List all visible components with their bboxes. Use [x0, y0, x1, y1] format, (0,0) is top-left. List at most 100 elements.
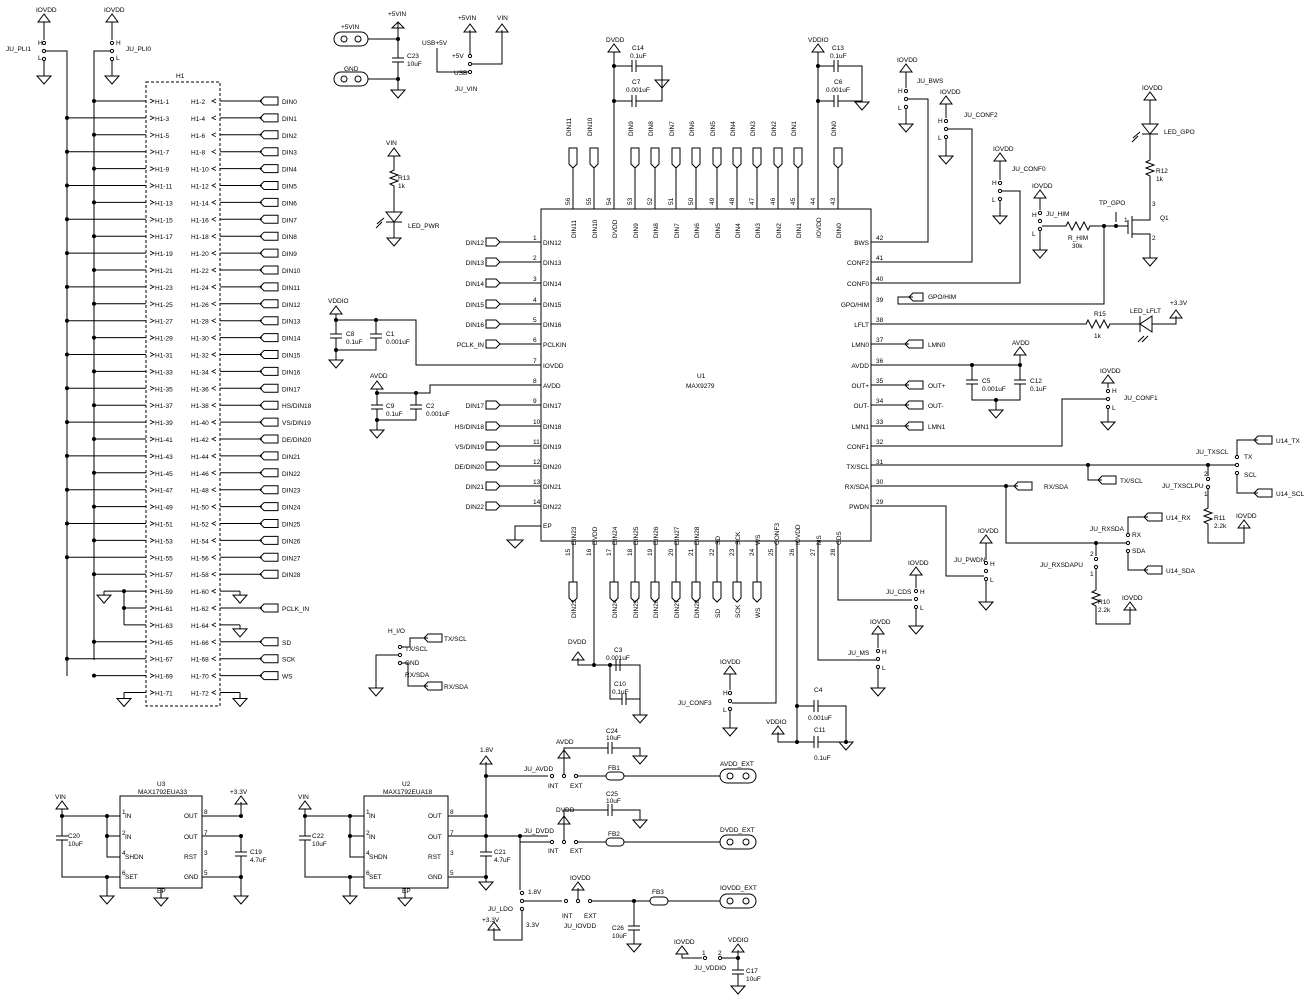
- h1-pin-mark: [211, 98, 217, 104]
- u1-left-pin-num: 11: [533, 439, 540, 446]
- h1-net-flag: [259, 333, 279, 343]
- h1-right-pin: H1-8: [191, 150, 205, 157]
- h1-pin-mark: [149, 521, 155, 526]
- u1-right-pin-num: 31: [876, 459, 884, 466]
- u1-left-pin-name: DIN15: [543, 302, 562, 309]
- u1-bottom-pin-num: 17: [606, 548, 613, 556]
- gpo-him-label: GPO/HIM: [928, 294, 956, 301]
- u3-vin: VIN: [55, 794, 66, 801]
- vddio-iovdd: IOVDD: [674, 939, 695, 946]
- u1-left-pin-name: DIN14: [543, 281, 562, 288]
- u1-left-pin-name: AVDD: [543, 383, 561, 390]
- h1-pin-mark: [211, 301, 217, 307]
- ju-rxsda-label: JU_RXSDA: [1090, 526, 1125, 533]
- svg-text:1: 1: [122, 809, 126, 816]
- pwdn-iovdd: IOVDD: [978, 528, 999, 535]
- c13-label: C13: [832, 45, 844, 52]
- h1-pin-mark: [149, 301, 155, 307]
- r12-val: 1k: [1156, 176, 1164, 183]
- bottom-net-label: WS: [755, 607, 762, 618]
- ju-bws-label: JU_BWS: [917, 78, 944, 85]
- svg-text:3: 3: [204, 850, 208, 857]
- h1-net-label: DIN10: [282, 268, 301, 275]
- h1-pin-mark: [211, 521, 217, 526]
- c11-label: C11: [814, 727, 826, 734]
- h1-net-flag: [259, 181, 279, 190]
- c20-val: 10uF: [68, 841, 83, 848]
- ju-conf3-label: JU_CONF3: [678, 700, 712, 707]
- u1-left-pin-name: DIN17: [543, 403, 562, 410]
- h1-right-pin: H1-50: [191, 505, 209, 512]
- iovdd-label-1: IOVDD: [36, 7, 57, 14]
- u1-bottom-pin-name: DIN25: [633, 526, 640, 545]
- h1-net-label: DIN21: [282, 454, 301, 461]
- svg-text:8: 8: [450, 809, 454, 816]
- left-net-label: DE/DIN20: [455, 464, 485, 471]
- tx-label: TX: [1244, 454, 1253, 461]
- cds-iovdd: IOVDD: [908, 560, 929, 567]
- u1-left-pin-num: 8: [533, 378, 537, 385]
- h1-net-flag: [259, 519, 279, 528]
- u1-right-pin-num: 35: [876, 378, 884, 385]
- h1-left-pin: H1-67: [155, 657, 173, 664]
- bottom-net-label: DIN28: [694, 599, 701, 618]
- u1-bottom-pin-num: 25: [768, 548, 775, 556]
- q1-label: Q1: [1160, 215, 1169, 222]
- h1-net-label: DIN5: [282, 184, 297, 191]
- u1-left-pin-name: DIN21: [543, 484, 562, 491]
- c21-label: C21: [494, 849, 506, 856]
- u1-right-pin-name: CONF2: [847, 260, 869, 267]
- svg-text:2: 2: [718, 950, 722, 957]
- iovdd-label-2: IOVDD: [104, 7, 125, 14]
- u1-top-pin-name: DVDD: [612, 219, 619, 238]
- h1-right-pin: H1-66: [191, 640, 209, 647]
- left-net-flag: [485, 278, 501, 288]
- u1-right-pin-name: LMN1: [852, 424, 870, 431]
- h1-net-label: DIN8: [282, 234, 297, 241]
- h1-net-flag: [259, 417, 279, 427]
- l-2: L: [116, 55, 120, 62]
- top-net-flag: [712, 147, 722, 169]
- h1-left-pin: H1-9: [155, 167, 169, 174]
- u1-left-pin-name: DIN20: [543, 464, 562, 471]
- top-net-flag: [568, 147, 578, 169]
- u1-right-pin-num: 42: [876, 235, 884, 242]
- h1-pin-mark: [149, 436, 155, 442]
- p5vin-label: +5VIN: [388, 11, 407, 18]
- conf1-h: H: [1112, 388, 1117, 395]
- h1-pin-mark: [211, 233, 217, 239]
- r10-val: 2.2k: [1098, 607, 1111, 614]
- c20-label: C20: [68, 833, 80, 840]
- left-net-label: PCLK_IN: [457, 342, 484, 349]
- u1-bottom-pin-num: 23: [729, 548, 736, 556]
- top-net-label: DIN11: [566, 118, 573, 136]
- u1-bottom-pin-name: MS: [816, 535, 823, 545]
- h1-net-label: DIN14: [282, 336, 301, 343]
- bottom-net-flag: [691, 581, 701, 603]
- q1-pin3: 3: [1152, 201, 1156, 208]
- u1-bottom-pin-num: 28: [830, 548, 837, 556]
- h1-pin-mark: [211, 318, 217, 324]
- h1-left-pin: H1-51: [155, 522, 173, 529]
- h1-pin-mark: [211, 267, 217, 273]
- left-net-label: DIN14: [466, 281, 485, 288]
- c19-label: C19: [250, 849, 262, 856]
- h1-net-flag: [259, 147, 279, 157]
- ground-symbol: [115, 698, 133, 708]
- u1-right-pin-num: 40: [876, 276, 884, 283]
- conf0-h: H: [992, 180, 997, 187]
- u14-tx-label: U14_TX: [1276, 438, 1301, 445]
- left-net-label: DIN17: [466, 403, 485, 410]
- hio-tx-pin: TX/SCL: [405, 646, 428, 653]
- h1-pin-mark: [149, 352, 155, 357]
- u1-left-pin-num: 13: [533, 479, 541, 486]
- hio-tx: TX/SCL: [444, 636, 467, 643]
- ju-txsclpu-label: JU_TXSCLPU: [1162, 483, 1204, 490]
- h1-pin-mark: [149, 554, 155, 560]
- u1-top-pin-name: DIN1: [796, 223, 803, 238]
- h1-pin-mark: [211, 588, 217, 594]
- h1-net-flag: [259, 383, 279, 393]
- u1-bottom-pin-num: 26: [789, 548, 796, 556]
- c14-label: C14: [632, 45, 644, 52]
- u1-left-pin-num: 9: [533, 398, 537, 405]
